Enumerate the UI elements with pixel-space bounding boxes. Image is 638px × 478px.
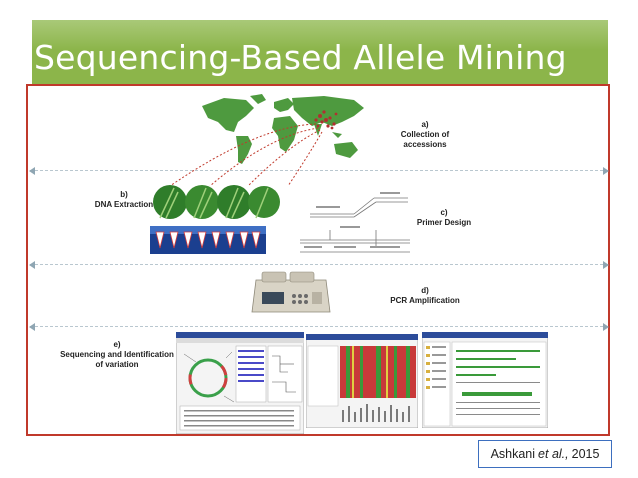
step-d-text: PCR Amplification	[390, 296, 460, 305]
step-b-text: DNA Extraction	[94, 200, 154, 209]
primer-design-diagram	[300, 192, 410, 253]
separator-2	[29, 261, 609, 269]
plant-leaves-image	[153, 185, 280, 219]
world-map-image	[202, 94, 364, 164]
tube-rack-image	[150, 226, 266, 254]
alignment-software-screenshot	[306, 334, 418, 428]
step-a-letter: a)	[421, 120, 429, 129]
step-a-label: a) Collection of accessions	[384, 120, 466, 150]
title-gloss	[32, 20, 608, 50]
plasmid-software-screenshot	[176, 332, 304, 434]
step-c-letter: c)	[440, 208, 448, 217]
citation-etal: et al.,	[538, 447, 569, 461]
step-d-letter: d)	[421, 286, 429, 295]
step-b-label: b) DNA Extraction	[84, 190, 164, 210]
pcr-thermocycler-image	[251, 271, 331, 313]
variant-software-screenshot	[422, 332, 548, 428]
step-e-label: e) Sequencing and Identification of vari…	[58, 340, 176, 370]
separator-3	[29, 323, 609, 331]
slide-title: Sequencing-Based Allele Mining	[34, 38, 567, 77]
step-a-text: Collection of accessions	[400, 130, 450, 149]
step-e-text-line2: of variation	[95, 360, 139, 369]
step-b-letter: b)	[120, 190, 128, 199]
citation-box: Ashkani et al., 2015	[478, 440, 612, 468]
step-d-label: d) PCR Amplification	[380, 286, 470, 306]
title-bar	[32, 20, 608, 86]
step-e-text-line1: Sequencing and Identification	[60, 350, 174, 359]
map-to-plant-arrows	[169, 123, 323, 187]
step-c-label: c) Primer Design	[414, 208, 474, 228]
step-e-letter: e)	[113, 340, 121, 349]
citation-author: Ashkani	[490, 447, 536, 461]
citation-year: 2015	[571, 447, 600, 461]
step-c-text: Primer Design	[416, 218, 472, 227]
separator-1	[29, 167, 609, 175]
figure-frame: a) Collection of accessions b) DNA Extra…	[26, 84, 610, 436]
